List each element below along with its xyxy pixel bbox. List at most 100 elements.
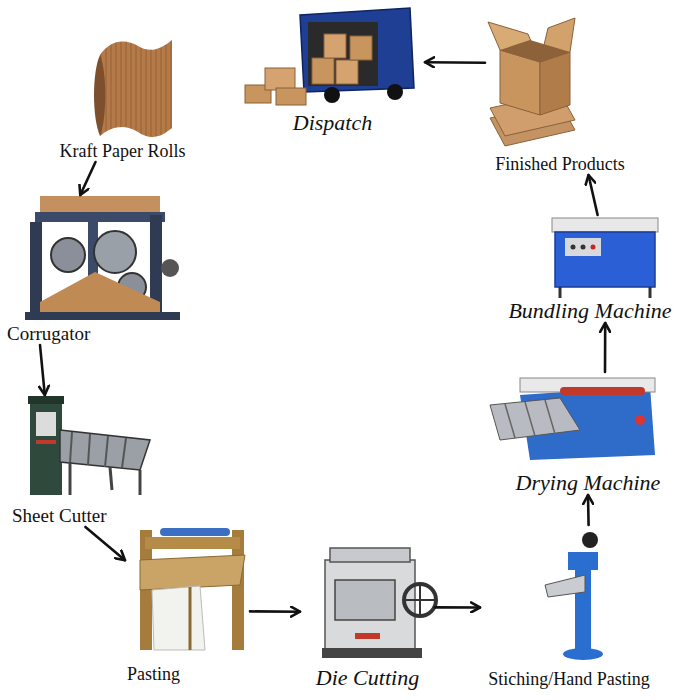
paper-roll-picture bbox=[94, 55, 105, 136]
sheet-cutter-picture bbox=[122, 438, 126, 468]
pasting-machine-picture bbox=[140, 555, 245, 590]
pasting-machine-picture bbox=[140, 528, 245, 650]
die-cutting-picture bbox=[419, 584, 421, 616]
die-cutting-picture bbox=[335, 580, 395, 620]
drying-machine-picture bbox=[635, 415, 645, 425]
bundling-machine-picture bbox=[552, 218, 658, 298]
sheet-cutter-picture bbox=[70, 432, 72, 463]
drying-machine-picture bbox=[560, 387, 645, 395]
pasting-machine-picture bbox=[145, 537, 240, 549]
station-label: Sheet Cutter bbox=[10, 505, 108, 527]
station-label: Stiching/Hand Pasting bbox=[486, 669, 652, 690]
bundling-machine-picture bbox=[559, 287, 562, 298]
stitching-machine-picture bbox=[545, 532, 603, 660]
station-label: Corrugator bbox=[5, 323, 92, 345]
station-label: Finished Products bbox=[493, 154, 627, 175]
paper-roll-picture bbox=[100, 40, 172, 137]
die-cutting-picture bbox=[325, 560, 415, 650]
pasting-machine-picture bbox=[160, 528, 230, 536]
sheet-cutter-picture bbox=[36, 412, 56, 436]
drying-machine-picture bbox=[525, 402, 535, 436]
process-station: Corrugator bbox=[5, 195, 180, 345]
station-label: Bundling Machine bbox=[506, 298, 673, 323]
corrugator-picture bbox=[30, 222, 42, 314]
flow-arrow bbox=[85, 527, 125, 560]
cardboard-boxes-picture bbox=[540, 52, 570, 115]
bundling-machine-picture bbox=[581, 245, 586, 250]
die-cutting-picture bbox=[404, 584, 436, 616]
sheet-cutter-picture bbox=[28, 396, 64, 404]
pasting-machine-picture bbox=[189, 587, 192, 650]
bundling-machine-picture bbox=[591, 245, 596, 250]
cardboard-boxes-picture bbox=[500, 40, 570, 62]
station-label: Die Cutting bbox=[314, 665, 421, 690]
flow-arrow bbox=[604, 323, 607, 372]
paper-roll-picture bbox=[100, 40, 172, 137]
truck-picture bbox=[324, 87, 340, 103]
die-cutting-picture bbox=[322, 648, 422, 658]
stitching-machine-picture bbox=[545, 575, 585, 597]
bundling-machine-picture bbox=[552, 218, 658, 232]
cardboard-boxes-picture bbox=[488, 18, 575, 146]
drying-machine-picture bbox=[505, 404, 515, 438]
die-cutting-picture bbox=[322, 548, 436, 658]
corrugator-picture bbox=[35, 212, 165, 222]
truck-picture bbox=[245, 8, 414, 105]
stitching-machine-picture bbox=[582, 532, 598, 548]
corrugator-picture bbox=[40, 272, 160, 312]
sheet-cutter-picture bbox=[88, 434, 90, 465]
flow-arrow bbox=[80, 162, 95, 195]
process-station: Sheet Cutter bbox=[10, 395, 155, 527]
bundling-machine-picture bbox=[565, 238, 601, 256]
corrugator-picture bbox=[94, 231, 136, 273]
truck-picture bbox=[324, 34, 346, 58]
sheet-cutter-picture bbox=[30, 402, 62, 495]
paper-roll-picture bbox=[94, 40, 172, 137]
sheet-cutter-picture bbox=[36, 440, 56, 444]
sheet-cutter-picture bbox=[69, 462, 72, 495]
process-station: Bundling Machine bbox=[495, 215, 685, 323]
stitching-machine-picture bbox=[568, 552, 598, 570]
corrugator-picture bbox=[25, 312, 180, 320]
connectors bbox=[40, 62, 605, 612]
truck-picture bbox=[387, 84, 403, 100]
process-station: Dispatch bbox=[240, 5, 425, 135]
process-station: Pasting bbox=[125, 525, 250, 685]
drying-machine-picture bbox=[545, 400, 555, 434]
process-station: Die Cutting bbox=[300, 545, 435, 690]
corrugator-picture bbox=[161, 259, 179, 277]
drying-machine-picture bbox=[490, 398, 580, 440]
station-label: Drying Machine bbox=[514, 470, 663, 495]
sheet-cutter-picture bbox=[28, 396, 150, 495]
flow-arrow bbox=[435, 606, 480, 609]
die-cutting-picture bbox=[330, 548, 410, 562]
stitching-machine-picture bbox=[563, 648, 603, 660]
process-station: Drying Machine bbox=[488, 372, 688, 495]
sheet-cutter-picture bbox=[139, 470, 142, 495]
die-cutting-picture bbox=[355, 633, 380, 639]
truck-picture bbox=[312, 58, 334, 84]
drying-machine-picture bbox=[490, 378, 655, 460]
truck-picture bbox=[265, 68, 295, 90]
process-station: Kraft Paper Rolls bbox=[55, 32, 190, 162]
station-label: Pasting bbox=[125, 664, 182, 685]
truck-picture bbox=[300, 8, 414, 92]
flow-arrow bbox=[250, 610, 300, 613]
sheet-cutter-picture bbox=[105, 436, 108, 467]
process-station: Finished Products bbox=[485, 5, 635, 175]
bundling-machine-picture bbox=[555, 232, 655, 287]
corrugator-picture bbox=[25, 196, 180, 320]
sheet-cutter-picture bbox=[60, 430, 150, 470]
flow-arrow bbox=[587, 495, 590, 525]
truck-picture bbox=[336, 60, 358, 84]
station-label: Dispatch bbox=[291, 110, 374, 135]
bundling-machine-picture bbox=[649, 287, 652, 298]
truck-picture bbox=[308, 22, 378, 86]
truck-picture bbox=[350, 36, 372, 60]
process-station: Stiching/Hand Pasting bbox=[480, 525, 658, 690]
truck-picture bbox=[276, 88, 306, 105]
flow-arrow bbox=[425, 61, 485, 64]
